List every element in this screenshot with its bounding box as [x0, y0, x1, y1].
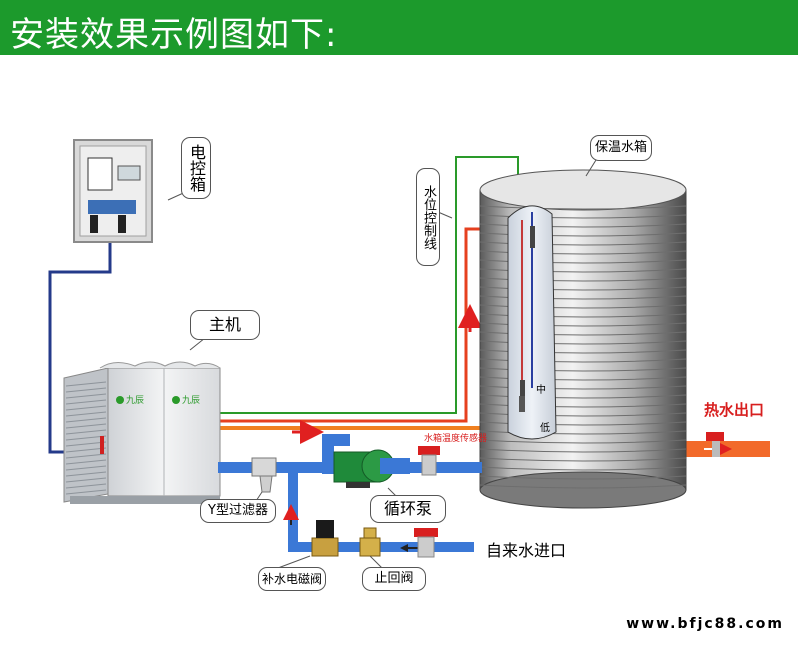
- tank-band: [479, 448, 687, 453]
- ball-valve-cold-inlet: [414, 528, 438, 558]
- control-wire: [48, 242, 112, 454]
- callout-storage-tank: 保温水箱: [590, 135, 652, 161]
- label-hot-water-outlet: 热水出口: [704, 401, 765, 419]
- tank-band: [479, 349, 687, 354]
- unit-fin: [65, 435, 107, 441]
- label-solenoid-valve: 补水电磁阀: [261, 572, 322, 586]
- tank-band: [479, 457, 687, 462]
- callout-main-unit: 主机: [190, 310, 260, 340]
- tank-band: [479, 340, 687, 345]
- unit-fin: [65, 477, 107, 483]
- label-y-filter: Y型过滤器: [208, 503, 268, 518]
- tank-band: [479, 214, 687, 219]
- solenoid-valve: [311, 520, 339, 557]
- tank-band: [479, 268, 687, 273]
- label-circulation-pump: 循环泵: [383, 499, 432, 518]
- tank-band: [479, 412, 687, 417]
- callout-check-valve: 止回阀: [362, 567, 426, 591]
- unit-fin: [65, 399, 107, 405]
- label-cold-water-inlet: 自来水进口: [486, 541, 567, 560]
- unit-fin: [65, 483, 107, 489]
- tank-bands: [479, 205, 687, 489]
- header-banner: 安装效果示例图如下:: [0, 0, 798, 55]
- heat-pump-unit: [63, 361, 221, 504]
- tank-band: [479, 376, 687, 381]
- callout-water-level-line: 水位控制线: [416, 168, 440, 266]
- unit-fin: [65, 423, 107, 429]
- unit-fin: [65, 447, 107, 453]
- unit-fin: [65, 459, 107, 465]
- tank-band: [479, 313, 687, 318]
- tank-band: [479, 430, 687, 435]
- label-unit-brand-right: 九辰: [182, 396, 201, 406]
- tank-band: [479, 205, 687, 210]
- tank-band: [479, 439, 687, 444]
- tank-band: [479, 259, 687, 264]
- label-main-unit: 主机: [208, 315, 241, 334]
- tank-band: [479, 286, 687, 291]
- water-level-control-wire: [219, 156, 519, 414]
- tank-cutaway: [507, 205, 557, 440]
- tank-band: [479, 475, 687, 480]
- tank-band: [479, 223, 687, 228]
- unit-fin: [65, 489, 107, 495]
- website-watermark: www.bfjc88.com: [626, 616, 784, 632]
- unit-fin: [65, 453, 107, 459]
- check-valve: [359, 527, 381, 557]
- label-level-low: 低: [540, 423, 550, 434]
- electric-control-box: [73, 139, 153, 243]
- hot-water-outlet-pipe: [684, 432, 770, 457]
- unit-fin: [65, 405, 107, 411]
- unit-fin: [65, 465, 107, 471]
- label-water-level-line: 水位控制线: [421, 184, 436, 250]
- diagram-drawing: [48, 139, 770, 569]
- callout-control-box: 电控箱: [181, 137, 211, 199]
- unit-fin: [65, 417, 107, 423]
- tank-band: [479, 358, 687, 363]
- label-control-box: 电控箱: [187, 144, 206, 192]
- tank-band: [479, 322, 687, 327]
- ball-valve-tank-inlet: [418, 446, 440, 476]
- label-unit-brand-left: 九辰: [126, 396, 145, 406]
- unit-fin: [65, 411, 107, 417]
- installation-diagram: 电控箱 主机 水位控制线 保温水箱 热水出口 水箱温度传感器 中 低 九辰 九辰…: [0, 55, 798, 646]
- tank-band: [479, 241, 687, 246]
- page-title: 安装效果示例图如下:: [10, 15, 338, 55]
- tank-band: [479, 466, 687, 471]
- tank-band: [479, 484, 687, 489]
- tank-band: [479, 421, 687, 426]
- label-check-valve: 止回阀: [374, 571, 414, 586]
- tank-band: [479, 250, 687, 255]
- unit-fin: [65, 429, 107, 435]
- label-tank-temp-sensor: 水箱温度传感器: [424, 434, 488, 444]
- callout-circulation-pump: 循环泵: [370, 495, 446, 523]
- tank-band: [479, 232, 687, 237]
- tank-band: [479, 385, 687, 390]
- tank-band: [479, 295, 687, 300]
- tank-band: [479, 403, 687, 408]
- tank-band: [479, 394, 687, 399]
- unit-fin: [65, 393, 107, 399]
- label-level-mid: 中: [536, 385, 546, 396]
- tank-band: [479, 304, 687, 309]
- tank-band: [479, 367, 687, 372]
- hot-water-supply-line: [219, 227, 482, 444]
- callout-solenoid-valve: 补水电磁阀: [258, 567, 326, 591]
- callout-y-filter: Y型过滤器: [200, 499, 276, 523]
- unit-fin: [65, 441, 107, 447]
- y-filter: [251, 457, 277, 493]
- unit-fin: [65, 471, 107, 477]
- unit-fin: [65, 381, 107, 387]
- tank-band: [479, 331, 687, 336]
- tank-band: [479, 277, 687, 282]
- circulation-pump: [333, 449, 410, 488]
- unit-fin: [65, 387, 107, 393]
- label-storage-tank: 保温水箱: [594, 140, 647, 155]
